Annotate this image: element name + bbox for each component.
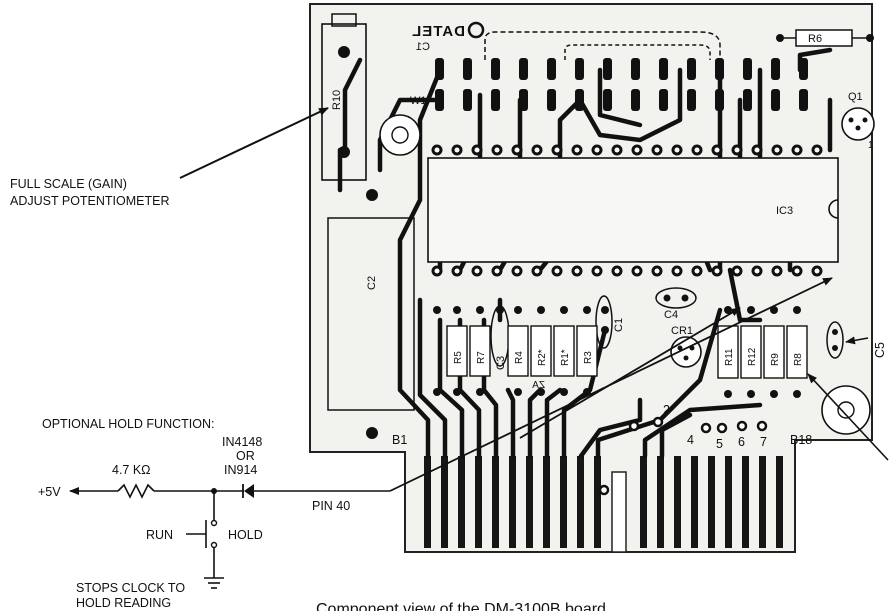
resistor-label-r7: R7 [476, 351, 487, 364]
c4-capacitor: C4 [655, 287, 697, 321]
resistor-label-r5: R5 [453, 351, 464, 364]
pot-label-line1: FULL SCALE (GAIN) [10, 177, 127, 191]
c1-top-label: C1 [416, 41, 430, 53]
adjust-screw-icon [379, 114, 421, 156]
pin-number-2: 2 [663, 403, 670, 417]
resistor-label-r8: R8 [793, 353, 804, 366]
pin-number-7: 7 [760, 435, 767, 449]
hold-title: OPTIONAL HOLD FUNCTION: [42, 417, 214, 431]
board-pointer [519, 307, 741, 439]
r10-label: R10 [331, 90, 343, 110]
resistor-label-r2: R2* [537, 349, 548, 366]
ic3-pads [431, 144, 823, 277]
pot-pointer [179, 107, 329, 179]
jumper-outline [484, 31, 721, 60]
ic3-notch [828, 199, 839, 219]
dual-inline-label: ZA [532, 380, 545, 391]
c3-label: C3 [495, 356, 507, 370]
test-pins [598, 416, 768, 496]
b18-label: B18 [790, 433, 812, 447]
ic3-body [427, 157, 839, 263]
diode-label-line3: IN914 [224, 463, 257, 477]
resistor-label-r1: R1* [560, 349, 571, 366]
pin-number-6: 6 [738, 435, 745, 449]
b1-pad [366, 427, 378, 439]
c2-label: C2 [366, 276, 378, 290]
q1-label: Q1 [848, 91, 863, 103]
c2-capacitor [327, 217, 415, 411]
resistor-label-r4: R4 [514, 351, 525, 364]
ic-pads-top [435, 58, 808, 111]
diode-symbol [244, 484, 254, 498]
c2-pad-top [366, 189, 378, 201]
c1-lower-capacitor [595, 295, 613, 349]
resistor-value-label: 4.7 KΩ [112, 463, 151, 477]
r10-potentiometer: R10 [321, 13, 367, 181]
resistor-label-r3: R3 [583, 351, 594, 364]
stops-label-line1: STOPS CLOCK TO [76, 581, 185, 595]
diode-label-line2: OR [236, 449, 255, 463]
w1-label: W1 [410, 95, 427, 107]
ic3-label: IC3 [776, 205, 793, 217]
stops-label-line2: HOLD READING [76, 596, 171, 610]
edge-connector [424, 456, 783, 548]
r8-pointer [807, 373, 889, 461]
resistor-label-r9: R9 [770, 353, 781, 366]
brand-text: DATEL [411, 23, 465, 40]
b1-label: B1 [392, 433, 407, 447]
pin-number-5: 5 [716, 437, 723, 451]
pin-number-4: 4 [687, 433, 694, 447]
resistor-symbol [117, 483, 155, 499]
hold-label: HOLD [228, 528, 263, 542]
run-label: RUN [146, 528, 173, 542]
q1-pin-label: 1 [868, 140, 874, 151]
pin40-label: PIN 40 [312, 499, 350, 513]
resistor-label-r12: R12 [747, 347, 758, 366]
hold-circuit: OPTIONAL HOLD FUNCTION: IN4148 OR IN914 … [38, 277, 833, 610]
pot-label-line2: ADJUST POTENTIOMETER [10, 194, 170, 208]
c4-label: C4 [664, 309, 678, 321]
resistor-bank-right: R11 R12 R9 R8 [717, 306, 808, 398]
board-outline [309, 3, 873, 553]
r6-label: R6 [808, 33, 822, 45]
mounting-hole-icon [821, 385, 871, 435]
c1-lower-label: C1 [613, 318, 625, 332]
ground-icon [204, 577, 224, 589]
resistor-bank-left: R5 R7 R4 R2* R1* R3 ZA [433, 306, 609, 396]
diode-label-line1: IN4148 [222, 435, 262, 449]
q1-transistor: Q1 1 [841, 91, 875, 151]
resistor-label-r11: R11 [724, 348, 735, 366]
c5-label: C5 [873, 342, 887, 358]
r6-resistor: R6 [776, 29, 874, 47]
caption: Component view of the DM-3100B board [316, 601, 606, 611]
pcb-board: IC3 DATEL R1 [309, 3, 875, 553]
connector-notch [611, 471, 627, 553]
supply-label: +5V [38, 485, 61, 499]
c5-pointer [845, 336, 869, 345]
brand-mark-icon [467, 21, 485, 39]
cr1-label: CR1 [671, 325, 693, 337]
c5-capacitor [826, 321, 844, 359]
brand-logo: DATEL [411, 21, 485, 40]
